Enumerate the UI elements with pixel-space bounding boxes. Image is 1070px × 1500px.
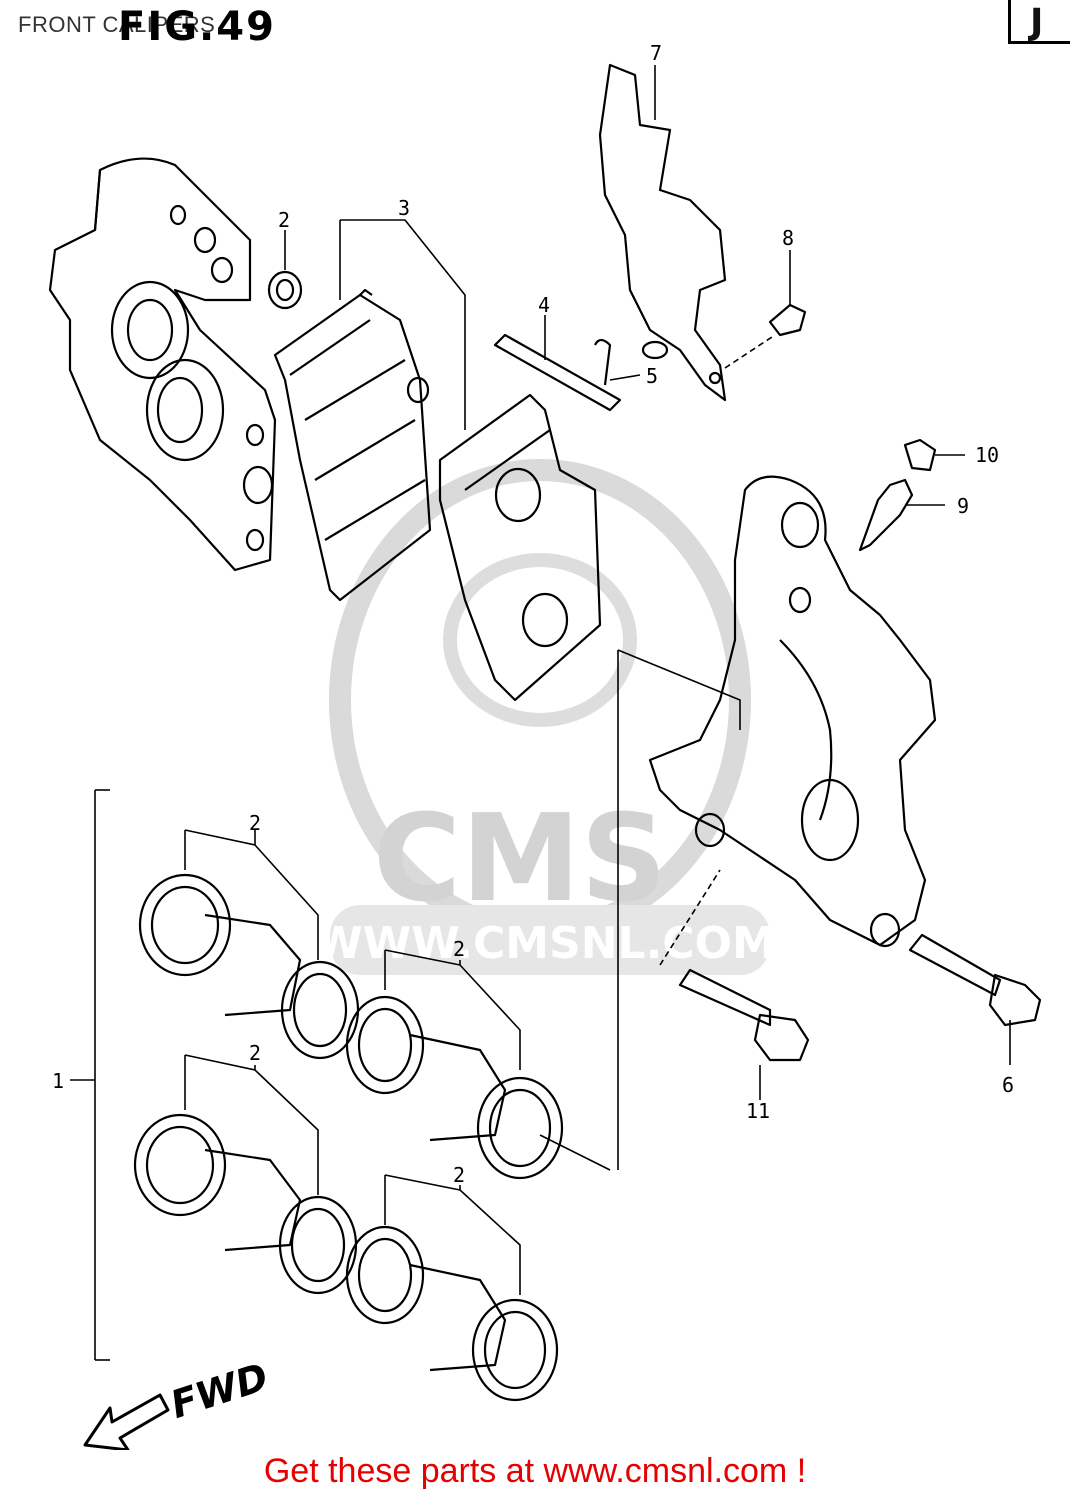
section-box: [1008, 0, 1070, 44]
caliper-half-left: [48, 157, 277, 572]
forward-arrow-icon: [83, 1393, 170, 1450]
page-title: FRONT CALIPERS: [18, 12, 216, 37]
brake-pad-rear: [438, 393, 602, 702]
callout-1: 1: [52, 1069, 64, 1093]
pad-pin: [493, 333, 622, 412]
section-letter: J: [1030, 2, 1044, 43]
piston-set-2: [345, 995, 564, 1180]
bleeder-cap: [903, 438, 937, 472]
callout-8: 8: [782, 226, 794, 250]
bolt-small: [768, 303, 807, 337]
footer-link[interactable]: Get these parts at www.cmsnl.com !: [263, 1452, 807, 1490]
callout-7: 7: [650, 41, 662, 65]
piston-set-1: [138, 873, 360, 1060]
seal-ring-top: [267, 270, 303, 310]
leader-lines: [70, 65, 1011, 1361]
piston-set-3: [133, 1113, 358, 1295]
callout-9: 9: [957, 494, 969, 518]
callouts: 1 2 2 2 2 2 3 4 5 6 7 8 9 10 11 FWD: [52, 41, 1014, 1427]
mounting-bolt-6: [908, 933, 1042, 1027]
caliper-cover: [598, 63, 727, 402]
piston-set-4: [345, 1225, 559, 1402]
callout-2: 2: [249, 1041, 261, 1065]
figure-label: FIG.49: [118, 4, 276, 50]
callout-6: 6: [1002, 1073, 1014, 1097]
callout-2: 2: [278, 208, 290, 232]
mounting-bolt-11: [678, 968, 810, 1062]
bleeder-valve: [858, 478, 914, 552]
callout-4: 4: [538, 293, 550, 317]
callout-2: 2: [453, 1163, 465, 1187]
callout-11: 11: [746, 1099, 770, 1123]
watermark: CMS WWW.CMSNL.COM: [314, 459, 776, 975]
callout-3: 3: [398, 196, 410, 220]
callout-2: 2: [249, 811, 261, 835]
callout-2: 2: [453, 937, 465, 961]
brake-pad-front: [273, 288, 432, 602]
callout-5: 5: [646, 364, 658, 388]
callout-10: 10: [975, 443, 999, 467]
fwd-label: FWD: [165, 1355, 273, 1428]
parts-diagram: CMS WWW.CMSNL.COM: [48, 41, 1042, 1450]
caliper-half-right: [648, 475, 937, 948]
watermark-url: WWW.CMSNL.COM: [314, 918, 776, 969]
pin-clip: [594, 338, 612, 386]
